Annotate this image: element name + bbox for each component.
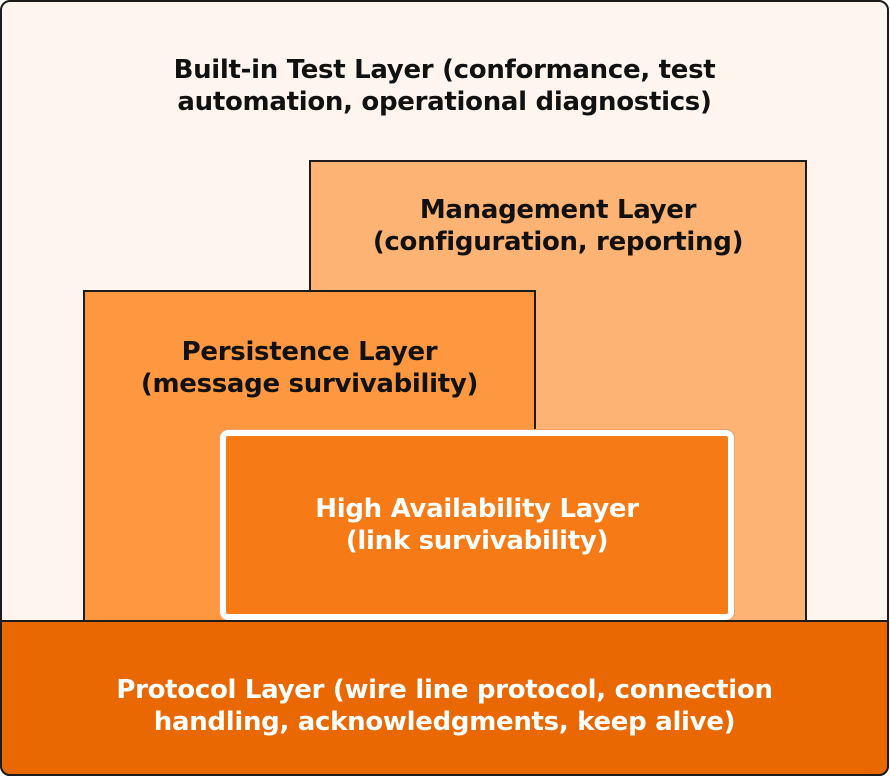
- protocol-layer-subtitle: handling, acknowledgments, keep alive): [153, 707, 736, 737]
- built-in-test-layer-subtitle: automation, operational diagnostics): [177, 87, 712, 117]
- persistence-layer-subtitle: (message survivability): [140, 369, 479, 399]
- high-availability-layer-label: High Availability Layer (link survivabil…: [226, 493, 728, 557]
- built-in-test-layer-label: Built-in Test Layer (conformance, test a…: [2, 54, 887, 118]
- built-in-test-layer-title: Built-in Test Layer (conformance, test: [173, 55, 716, 85]
- management-layer-title: Management Layer: [419, 195, 697, 225]
- management-layer-label: Management Layer (configuration, reporti…: [311, 194, 805, 258]
- protocol-layer: Protocol Layer (wire line protocol, conn…: [0, 620, 889, 776]
- persistence-layer-title: Persistence Layer: [181, 337, 438, 367]
- persistence-layer-label: Persistence Layer (message survivability…: [85, 336, 534, 400]
- protocol-layer-label: Protocol Layer (wire line protocol, conn…: [2, 674, 887, 738]
- high-availability-layer: High Availability Layer (link survivabil…: [219, 429, 735, 621]
- management-layer-subtitle: (configuration, reporting): [372, 227, 744, 257]
- protocol-layer-title: Protocol Layer (wire line protocol, conn…: [116, 675, 773, 705]
- high-availability-layer-title: High Availability Layer: [315, 494, 639, 524]
- high-availability-layer-subtitle: (link survivability): [345, 526, 609, 556]
